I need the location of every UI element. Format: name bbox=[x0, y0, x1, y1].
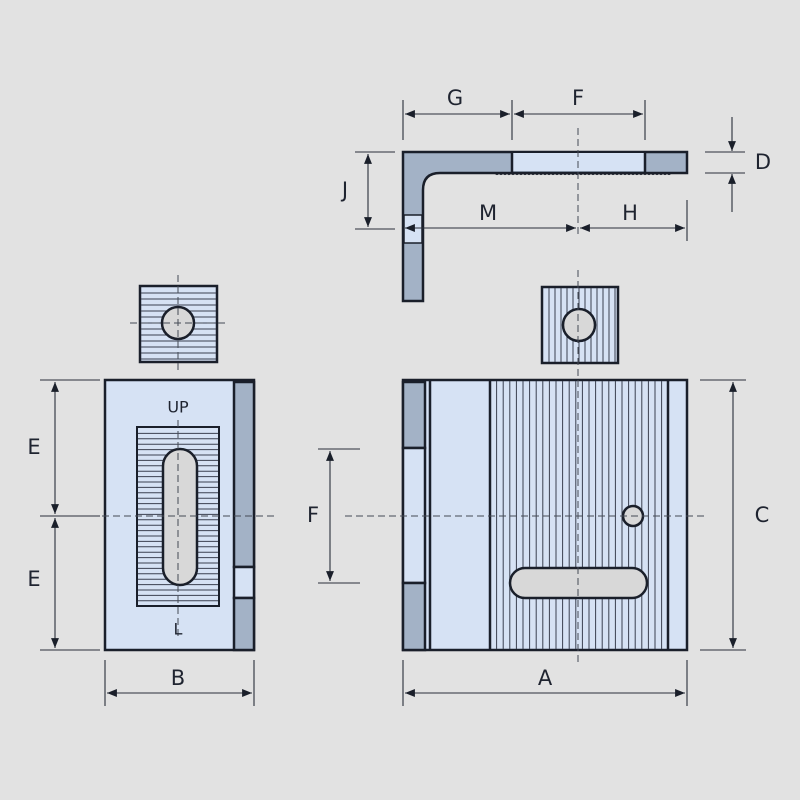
slot bbox=[161, 447, 199, 587]
left-small-square bbox=[130, 275, 226, 372]
dim-label-b: B bbox=[171, 666, 185, 690]
marking-l: L bbox=[174, 620, 183, 639]
dim-label-h: H bbox=[622, 201, 638, 225]
dim-label-e-upper: E bbox=[27, 435, 40, 459]
bolt-hole bbox=[561, 307, 597, 343]
dim-label-j: J bbox=[340, 178, 348, 202]
dim-label-f-top: F bbox=[572, 86, 584, 110]
right-dimensions: F C A bbox=[307, 379, 770, 706]
dim-label-d: D bbox=[755, 150, 771, 174]
right-front-view bbox=[345, 270, 705, 662]
dim-label-e-lower: E bbox=[27, 567, 40, 591]
marking-up: UP bbox=[167, 398, 189, 417]
dim-label-a: A bbox=[538, 666, 553, 690]
right-small-square bbox=[540, 285, 620, 365]
section-view-top bbox=[401, 128, 689, 303]
dim-label-f-side: F bbox=[307, 503, 319, 527]
hatching bbox=[548, 288, 616, 362]
left-dimensions: E E B bbox=[27, 379, 255, 706]
dim-label-c: C bbox=[755, 503, 770, 527]
left-front-view: UP L bbox=[80, 378, 275, 652]
top-dimensions: G F J M H D bbox=[340, 86, 771, 241]
dim-label-m: M bbox=[479, 201, 497, 225]
dim-label-g: G bbox=[447, 86, 463, 110]
